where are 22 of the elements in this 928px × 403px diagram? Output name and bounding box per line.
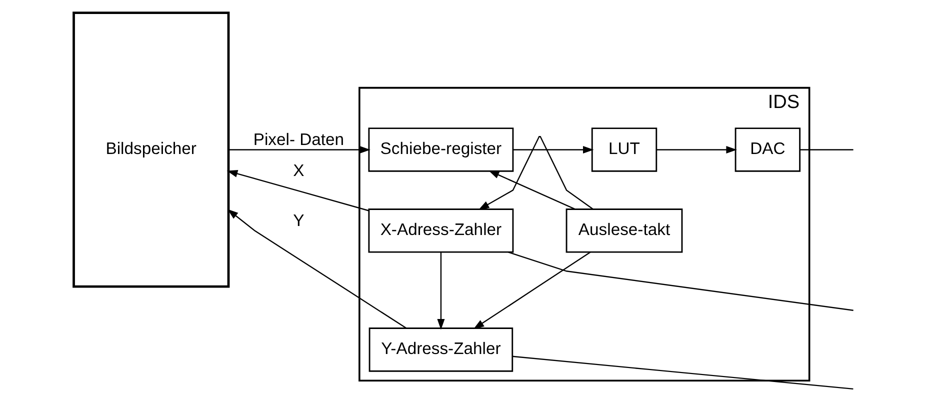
arrow	[437, 252, 445, 330]
arrow	[656, 146, 737, 154]
node-box: Schiebe-register	[368, 128, 514, 172]
connector	[512, 356, 854, 390]
node-box: X-Adress-Zahler	[368, 208, 514, 253]
arrow	[226, 170, 369, 212]
node-box: Auslese-takt	[566, 208, 683, 253]
arrow	[513, 146, 594, 154]
edge-label: Y	[293, 211, 304, 230]
connector	[800, 149, 854, 150]
arrow	[478, 136, 594, 210]
node-box: Y-Adress-Zahler	[368, 328, 514, 372]
edge-label: Pixel- Daten	[253, 130, 344, 150]
node-box: Bildspeicher	[72, 12, 230, 288]
arrow	[473, 252, 591, 330]
arrow	[488, 170, 576, 210]
node-box: DAC	[734, 128, 801, 172]
edge-label: X	[293, 161, 304, 180]
node-box: LUT	[591, 128, 658, 172]
connector	[508, 252, 854, 311]
arrow	[227, 209, 407, 329]
arrow	[228, 146, 370, 154]
